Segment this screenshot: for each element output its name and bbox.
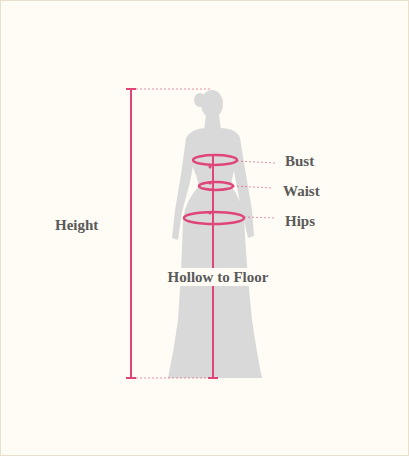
dots: [209, 166, 212, 215]
height-label: Height: [55, 216, 98, 234]
measure-lines: [126, 89, 276, 378]
silhouette: [168, 90, 262, 378]
hollow-to-floor-label: Hollow to Floor: [165, 268, 272, 286]
bust-label: Bust: [285, 152, 314, 170]
waist-label: Waist: [283, 182, 320, 200]
hips-label: Hips: [285, 212, 315, 230]
